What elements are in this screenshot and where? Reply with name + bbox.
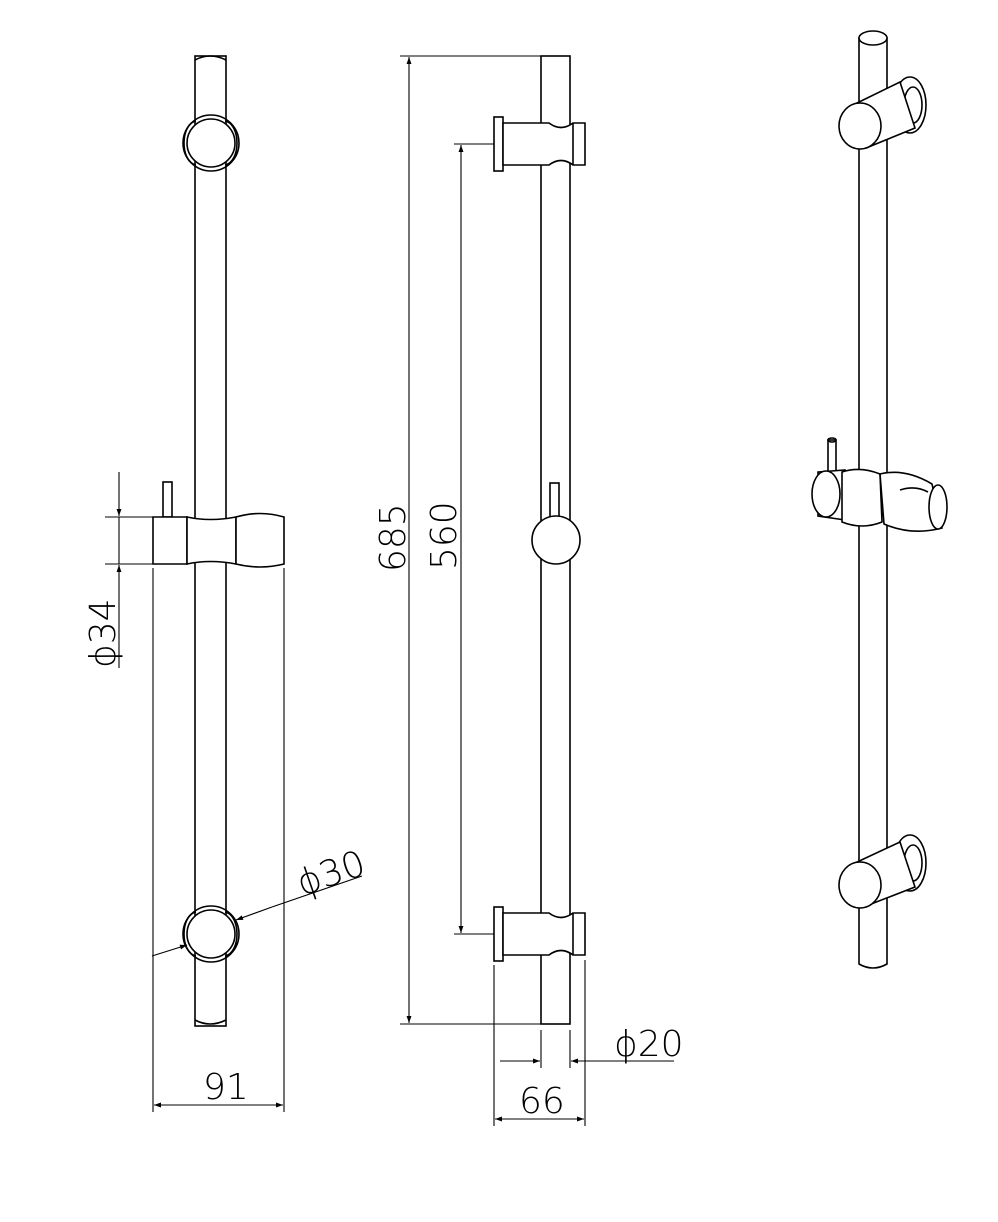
front-view: ϕ34 ϕ30 91 (83, 55, 371, 1112)
dimension-bar-length: 685 (373, 55, 541, 1025)
label-bar-length: 685 (373, 503, 414, 572)
label-tube-diameter: ϕ20 (614, 1024, 684, 1065)
iso-slider-holder (811, 437, 948, 532)
side-bottom-bracket (493, 906, 586, 962)
side-top-bracket (493, 116, 586, 172)
iso-bottom-bracket (838, 834, 927, 909)
side-slider-holder (531, 482, 581, 565)
dimension-projection: 66 (493, 960, 586, 1126)
side-view: 685 560 ϕ20 66 (373, 55, 684, 1126)
front-top-bracket (182, 114, 240, 172)
dimension-holder-diameter: ϕ34 (83, 472, 153, 668)
label-projection: 66 (519, 1081, 565, 1122)
dimension-tube-diameter: ϕ20 (500, 1024, 684, 1068)
front-bottom-bracket (182, 905, 240, 963)
iso-top-bracket (838, 76, 927, 150)
front-slider-holder (152, 481, 285, 568)
dimension-overall-width: 91 (152, 568, 285, 1112)
label-overall-width: 91 (203, 1067, 249, 1108)
label-holder-diameter: ϕ34 (83, 598, 124, 668)
label-bracket-spacing: 560 (424, 501, 465, 570)
dimension-bracket-spacing: 560 (424, 143, 494, 935)
label-flange-diameter: ϕ30 (292, 843, 371, 904)
perspective-view (811, 30, 948, 969)
